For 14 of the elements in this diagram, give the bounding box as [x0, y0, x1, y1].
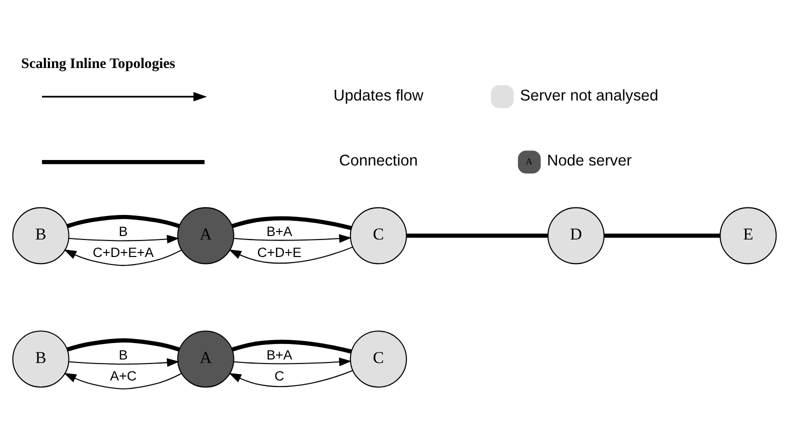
edge-label: A+C: [110, 368, 137, 383]
diagram-title: Scaling Inline Topologies: [21, 55, 176, 72]
edge-label: B: [118, 224, 128, 239]
edge-label: C: [274, 368, 284, 383]
label: A: [526, 156, 532, 167]
legend-label: Node server: [546, 152, 632, 170]
edge-label: B+A: [266, 224, 292, 239]
legend-label: Server not analysed: [520, 86, 658, 104]
edge-label: C+D+E: [257, 244, 302, 260]
edge-label: C+D+E+A: [92, 244, 154, 260]
edge-label: B+A: [266, 347, 292, 362]
legend-label: Updates flow: [333, 86, 424, 104]
edge-label: B: [118, 347, 128, 362]
legend-label: Connection: [339, 152, 418, 170]
